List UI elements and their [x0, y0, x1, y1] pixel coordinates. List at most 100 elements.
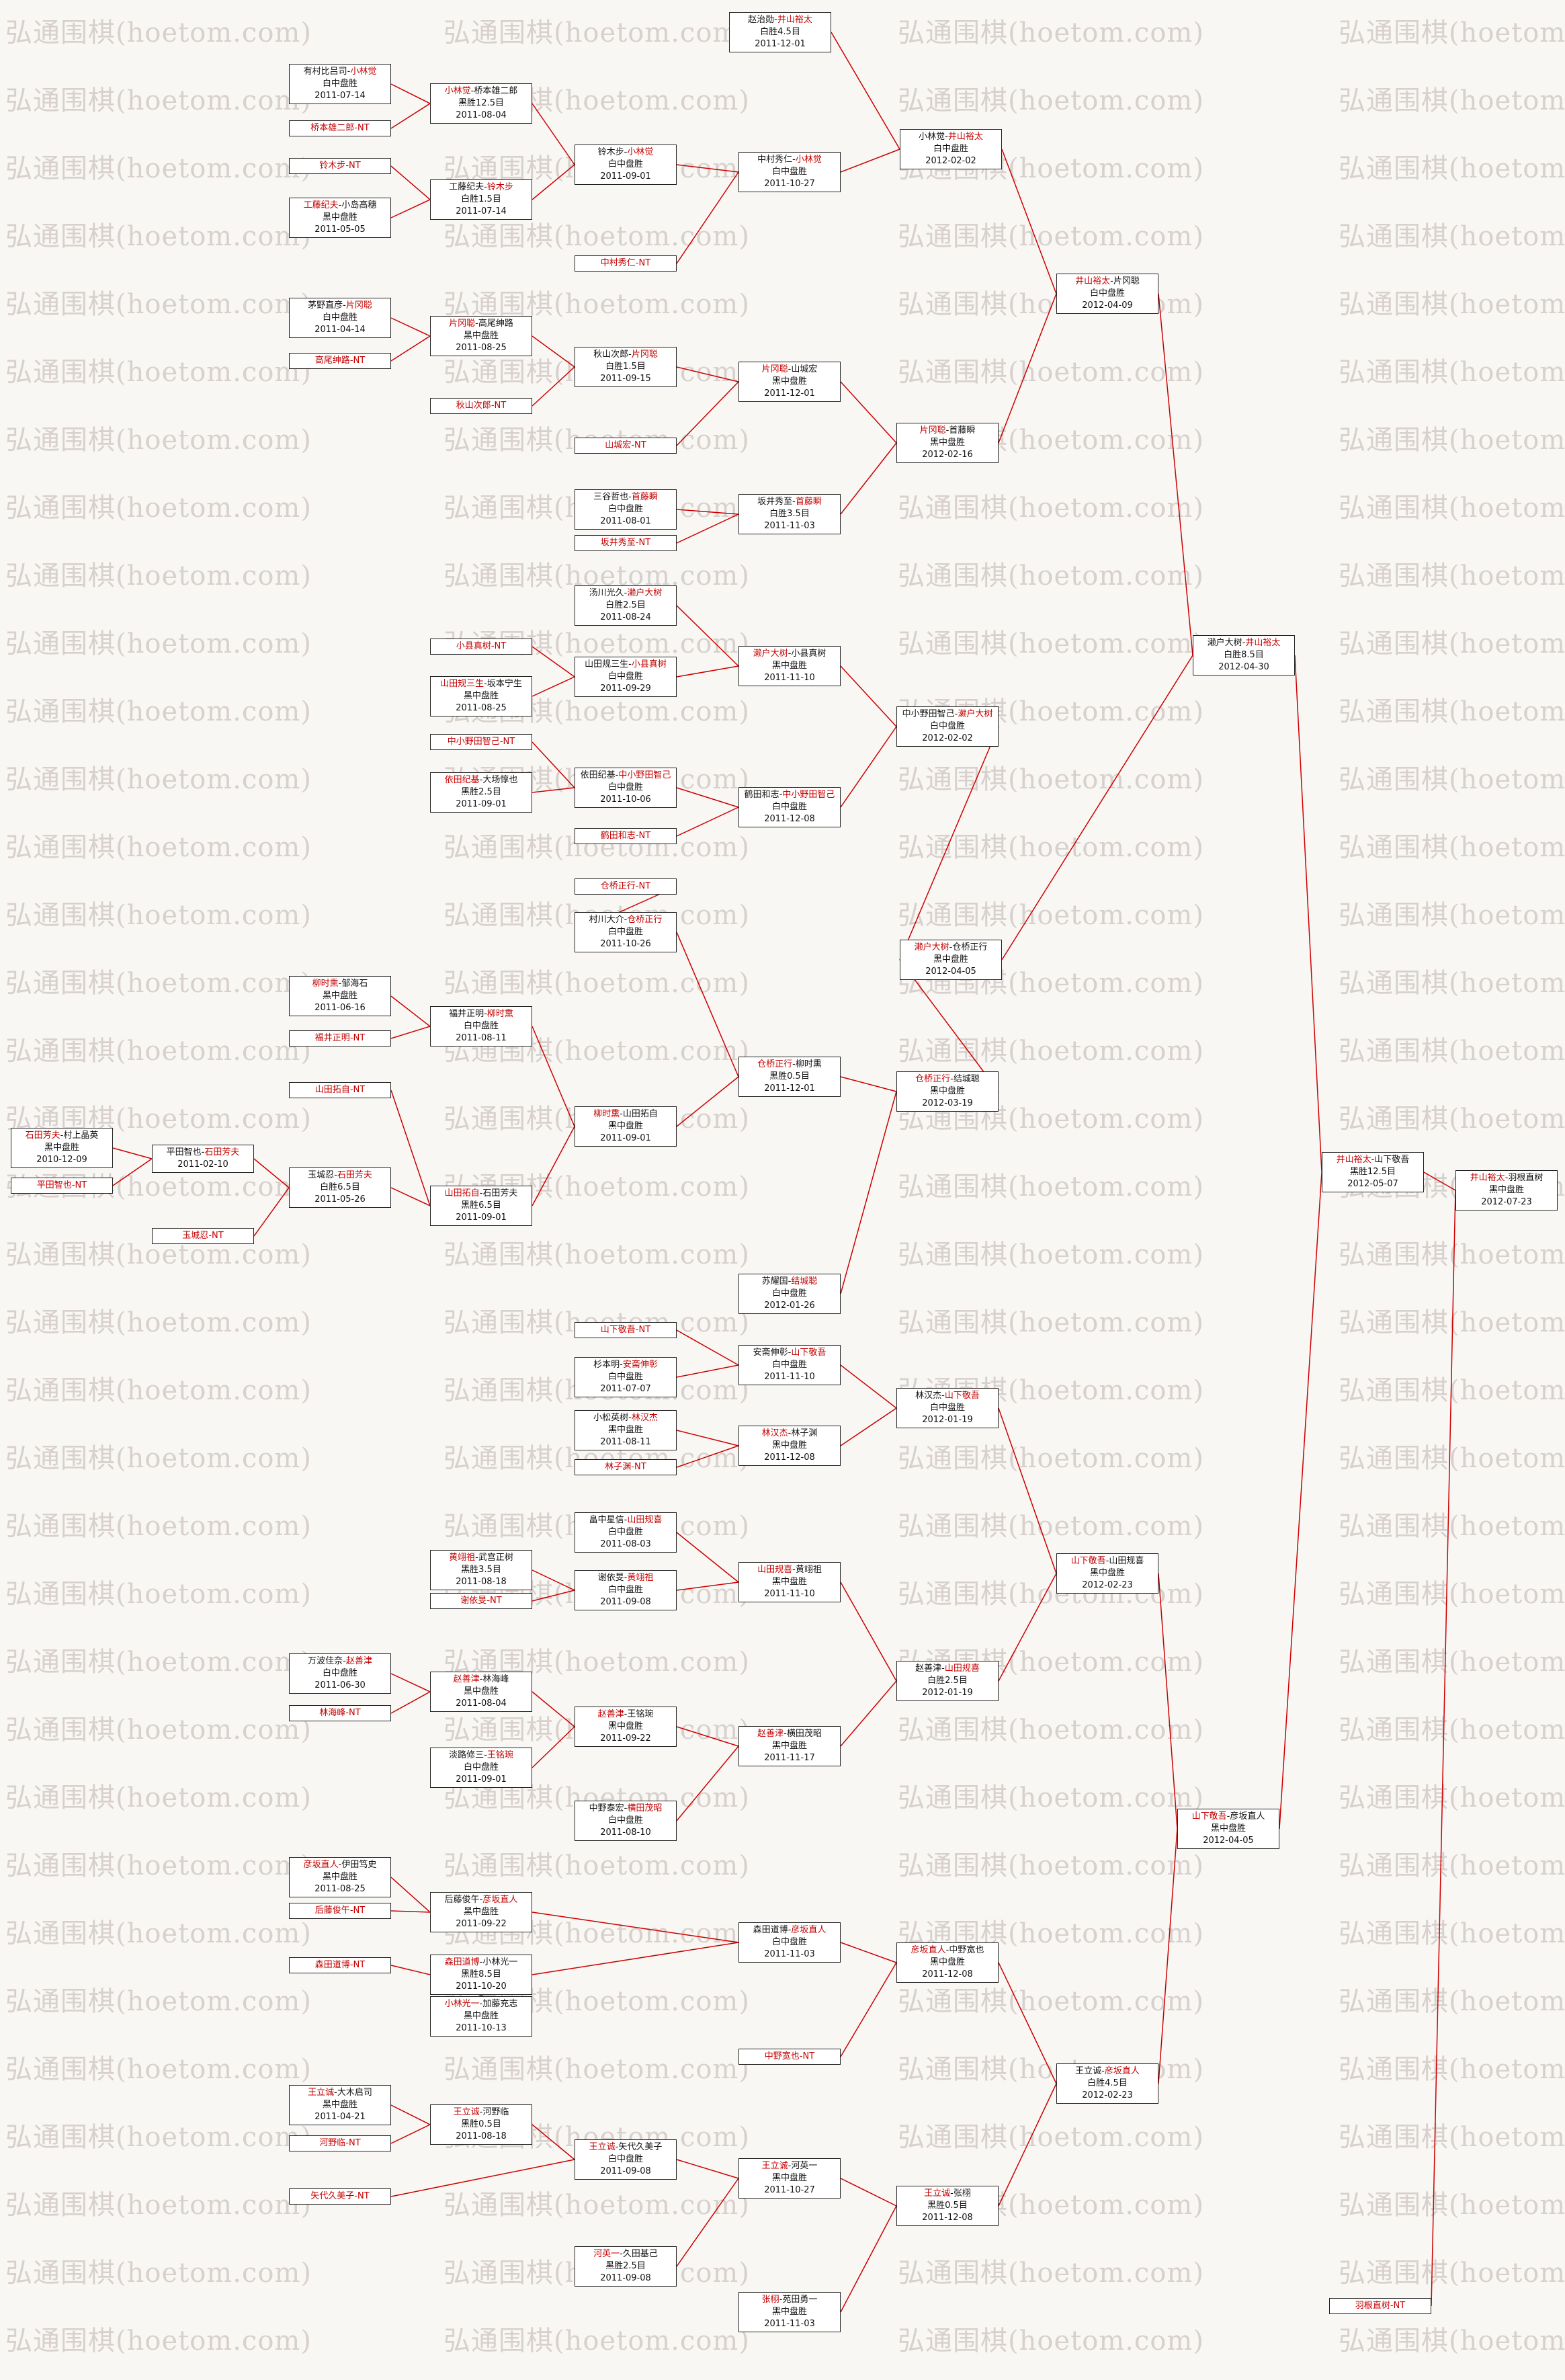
player-name[interactable]: 小林觉: [627, 147, 654, 157]
player-name[interactable]: 仓桥正行: [915, 1074, 951, 1084]
player-name[interactable]: 铃木步: [319, 161, 346, 171]
player-name[interactable]: 加藤充志: [482, 1999, 518, 2009]
player-name[interactable]: 河英一: [593, 2249, 620, 2259]
player-name[interactable]: 赵善津: [345, 1656, 372, 1666]
player-name[interactable]: 铃木步: [487, 182, 513, 192]
player-name[interactable]: 秋山次郎: [593, 350, 629, 360]
player-name[interactable]: 中村秀仁: [600, 258, 636, 268]
player-name[interactable]: 王立诚: [761, 2161, 788, 2171]
player-name[interactable]: 林汉杰: [761, 1428, 788, 1438]
player-name[interactable]: 山城宏: [605, 440, 632, 450]
player-name[interactable]: 坂井秀至: [757, 497, 793, 507]
player-name[interactable]: 小林觉: [795, 155, 822, 165]
player-name[interactable]: 濑户大树: [1207, 638, 1242, 648]
player-name[interactable]: 苑田勇一: [782, 2295, 818, 2305]
player-name[interactable]: 片冈聪: [761, 364, 788, 374]
player-name[interactable]: 森田道博: [753, 1925, 788, 1935]
player-name[interactable]: 山下敬吾: [1191, 1811, 1227, 1821]
player-name[interactable]: 井山裕太: [1245, 638, 1281, 648]
player-name[interactable]: 桥本雄二郎: [310, 123, 355, 133]
player-name[interactable]: 玉城忍: [182, 1231, 209, 1241]
player-name[interactable]: 彦坂直人: [911, 1945, 946, 1955]
player-name[interactable]: 桥本雄二郎: [474, 86, 518, 96]
player-name[interactable]: 河野临: [319, 2138, 346, 2148]
player-name[interactable]: 石田芳夫: [25, 1131, 60, 1141]
player-name[interactable]: 石田芳夫: [482, 1188, 518, 1198]
player-name[interactable]: 林子渊: [791, 1428, 818, 1438]
player-name[interactable]: 横田茂昭: [786, 1729, 822, 1739]
player-name[interactable]: 黄翊祖: [795, 1565, 822, 1575]
player-name[interactable]: 依田纪基: [580, 770, 616, 780]
player-name[interactable]: 仓桥正行: [757, 1059, 793, 1069]
player-name[interactable]: 濑户大树: [753, 649, 788, 659]
player-name[interactable]: 小林光一: [482, 1957, 518, 1967]
player-name[interactable]: 久田基己: [622, 2249, 658, 2259]
player-name[interactable]: 秋山次郎: [456, 401, 491, 411]
player-name[interactable]: 张栩: [953, 2188, 971, 2199]
player-name[interactable]: 黄翊祖: [627, 1573, 654, 1583]
player-name[interactable]: 赵善津: [453, 1674, 480, 1684]
player-name[interactable]: 中村秀仁: [757, 155, 793, 165]
player-name[interactable]: 村川大介: [589, 915, 624, 925]
player-name[interactable]: 林汉杰: [631, 1413, 658, 1423]
player-name[interactable]: 高尾绅路: [314, 356, 350, 366]
player-name[interactable]: 小县真树: [631, 659, 667, 669]
player-name[interactable]: 井山裕太: [1075, 276, 1111, 286]
player-name[interactable]: 茅野直彦: [308, 300, 343, 311]
player-name[interactable]: 小县真树: [791, 649, 827, 659]
player-name[interactable]: 结城聪: [953, 1074, 980, 1084]
player-name[interactable]: 大木启司: [337, 2088, 372, 2098]
player-name[interactable]: 濑户大树: [914, 942, 949, 952]
player-name[interactable]: 有村比吕司: [303, 67, 347, 77]
player-name[interactable]: 柳时熏: [312, 979, 339, 989]
player-name[interactable]: 三谷哲也: [593, 492, 629, 502]
player-name[interactable]: 畠中星信: [589, 1515, 624, 1525]
player-name[interactable]: 武宫正树: [478, 1553, 513, 1563]
player-name[interactable]: 依田纪基: [444, 775, 480, 785]
player-name[interactable]: 后藤俊午: [314, 1905, 350, 1916]
player-name[interactable]: 王立诚: [453, 2107, 480, 2117]
player-name[interactable]: 福井正明: [314, 1033, 350, 1043]
player-name[interactable]: 山下敬吾: [600, 1325, 636, 1335]
player-name[interactable]: 羽根直树: [1508, 1173, 1543, 1183]
player-name[interactable]: 山下敬吾: [791, 1348, 827, 1358]
player-name[interactable]: 中小野田智己: [618, 770, 671, 780]
player-name[interactable]: 彦坂直人: [303, 1860, 339, 1870]
player-name[interactable]: 大场惇也: [482, 775, 518, 785]
player-name[interactable]: 柳时熏: [487, 1009, 513, 1019]
player-name[interactable]: 山田拓自: [444, 1188, 480, 1198]
player-name[interactable]: 小林觉: [350, 67, 377, 77]
player-name[interactable]: 淡路修三: [449, 1750, 484, 1760]
player-name[interactable]: 玉城忍: [308, 1170, 335, 1180]
player-name[interactable]: 坂井秀至: [600, 538, 636, 548]
player-name[interactable]: 井山裕太: [947, 132, 983, 142]
player-name[interactable]: 鹤田和志: [600, 831, 636, 841]
player-name[interactable]: 王铭琬: [627, 1709, 654, 1719]
player-name[interactable]: 片冈聪: [345, 300, 372, 311]
player-name[interactable]: 石田芳夫: [337, 1170, 372, 1180]
player-name[interactable]: 山下敬吾: [1374, 1155, 1410, 1165]
player-name[interactable]: 首藤瞬: [795, 497, 822, 507]
player-name[interactable]: 首藤瞬: [949, 425, 976, 436]
player-name[interactable]: 林海峰: [319, 1708, 346, 1718]
player-name[interactable]: 苏耀国: [761, 1276, 788, 1286]
player-name[interactable]: 安斋伸彰: [622, 1360, 658, 1370]
player-name[interactable]: 谢依旻: [460, 1596, 487, 1606]
player-name[interactable]: 中小野田智己: [782, 790, 835, 800]
player-name[interactable]: 福井正明: [449, 1009, 484, 1019]
player-name[interactable]: 河野临: [482, 2107, 509, 2117]
player-name[interactable]: 矢代久美子: [618, 2142, 663, 2152]
player-name[interactable]: 结城聪: [791, 1276, 818, 1286]
player-name[interactable]: 中小野田智己: [902, 709, 955, 719]
player-name[interactable]: 鹤田和志: [744, 790, 779, 800]
player-name[interactable]: 中野宽也: [949, 1945, 984, 1955]
player-name[interactable]: 山田规喜: [1109, 1556, 1144, 1566]
player-name[interactable]: 井山裕太: [1336, 1155, 1371, 1165]
player-name[interactable]: 工藤纪夫: [449, 182, 484, 192]
player-name[interactable]: 森田道博: [444, 1957, 480, 1967]
player-name[interactable]: 山田规喜: [757, 1565, 793, 1575]
player-name[interactable]: 彦坂直人: [1230, 1811, 1265, 1821]
player-name[interactable]: 王立诚: [1075, 2066, 1102, 2076]
player-name[interactable]: 山下敬吾: [1070, 1556, 1106, 1566]
player-name[interactable]: 矢代久美子: [310, 2191, 355, 2201]
